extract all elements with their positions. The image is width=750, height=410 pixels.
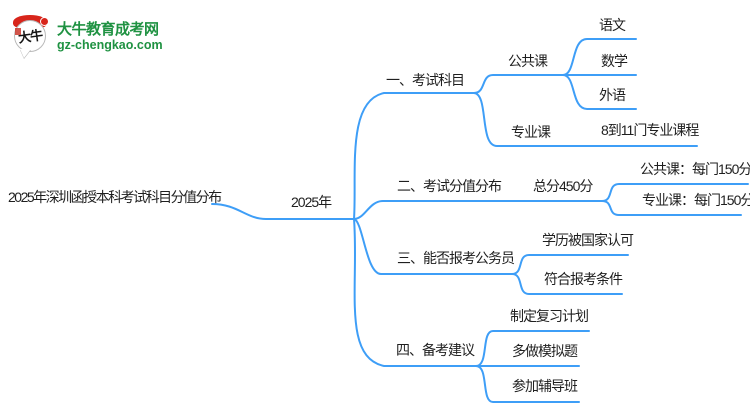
node-exam-subjects: 一、考试科目 (386, 72, 465, 88)
node-study-plan: 制定复习计划 (510, 308, 589, 324)
node-prep-advice: 四、备考建议 (396, 342, 475, 358)
node-major-course-count: 8到11门专业课程 (601, 122, 699, 138)
node-degree-recognized: 学历被国家认可 (542, 232, 634, 248)
node-score-distribution: 二、考试分值分布 (397, 178, 502, 194)
site-name: 大牛教育成考网 (57, 21, 159, 38)
node-major-course-score: 专业课：每门150分 (642, 192, 750, 208)
root-node: 2025年深圳函授本科考试科目分值分布 (8, 189, 222, 205)
site-logo: 大牛 大牛教育成考网 gz-chengkao.com (13, 14, 163, 58)
site-domain: gz-chengkao.com (57, 38, 163, 52)
daniu-bull-icon: 大牛 (13, 14, 51, 58)
node-math: 数学 (601, 53, 628, 69)
node-tutoring-class: 参加辅导班 (512, 378, 578, 394)
node-civil-servant: 三、能否报考公务员 (397, 250, 515, 266)
node-total-score: 总分450分 (533, 178, 593, 194)
node-meet-requirements: 符合报考条件 (544, 271, 623, 287)
node-public-courses: 公共课 (508, 53, 548, 69)
node-chinese: 语文 (599, 17, 626, 33)
node-major-courses: 专业课 (511, 124, 551, 140)
logo-text-block: 大牛教育成考网 gz-chengkao.com (57, 14, 163, 53)
node-mock-exams: 多做模拟题 (512, 343, 578, 359)
year-node: 2025年 (291, 194, 332, 210)
red-seal-stamp (15, 28, 21, 35)
node-foreign-language: 外语 (599, 87, 626, 103)
node-public-course-score: 公共课：每门150分 (640, 161, 750, 177)
red-seal-dot (40, 17, 49, 26)
bubble-tail-shape (20, 49, 31, 58)
